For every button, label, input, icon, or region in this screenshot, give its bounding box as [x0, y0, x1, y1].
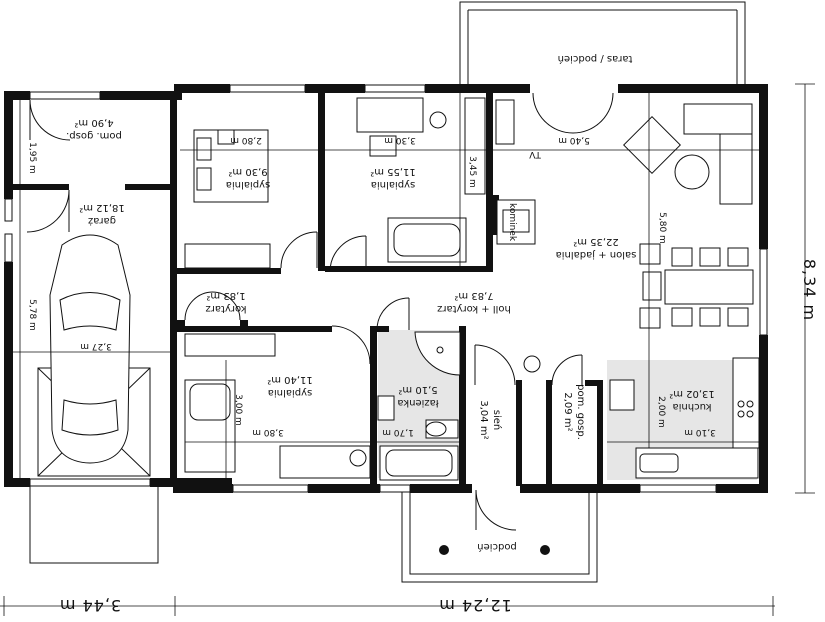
svg-text:3,45 m: 3,45 m [467, 156, 477, 188]
label-kominek: kominek [507, 203, 517, 242]
porch-outline [401, 492, 598, 583]
overall-dim-left: 3,44 m [59, 596, 121, 615]
room-name: łazienka [397, 397, 438, 408]
dim-salon-w: 5,40 m [558, 135, 590, 145]
svg-text:1,70 m: 1,70 m [382, 427, 414, 437]
svg-text:kominek: kominek [507, 203, 517, 242]
dim-kuchnia-w: 3,10 m [684, 427, 716, 437]
overall-dim-depth: 8,34 m [800, 259, 819, 321]
svg-text:3,80 m: 3,80 m [252, 427, 284, 437]
svg-text:TV: TV [528, 149, 541, 159]
svg-text:5,40 m: 5,40 m [558, 135, 590, 145]
room-area: 18,12 m² [79, 202, 125, 213]
overall-dim-main: 12,24 m [438, 596, 511, 615]
room-name: sień [491, 410, 503, 430]
room-area: 1,83 m² [206, 290, 245, 301]
svg-text:3,44 m: 3,44 m [59, 596, 121, 615]
svg-text:2,80 m: 2,80 m [230, 135, 262, 145]
bed-bedroom2 [356, 97, 486, 195]
salon-furniture [623, 103, 754, 329]
svg-text:podcień: podcień [477, 541, 517, 553]
room-pom-gosp-bottom: pom. gosp. 2,09 m² [562, 384, 586, 440]
room-area: 11,55 m² [370, 166, 416, 177]
room-sypialnia-3: sypialnia 11,40 m² [267, 374, 313, 398]
room-pom-gosp-top: pom. gosp. 4,90 m² [66, 117, 122, 141]
label-taras: taras / podcień [558, 53, 633, 65]
garage-apron [29, 484, 159, 564]
svg-text:3,00 m: 3,00 m [233, 394, 243, 426]
bedroom3-furniture [184, 333, 371, 479]
dim-sypialnia-1: 2,80 m [230, 135, 262, 145]
bath-bedroom2 [387, 217, 467, 263]
garage-car [37, 234, 151, 477]
svg-text:2,00 m: 2,00 m [656, 396, 666, 428]
room-garaz: garaż 18,12 m² [79, 202, 125, 226]
dim-pom-gosp-top: 1,95 m [27, 142, 37, 174]
svg-text:5,78 m: 5,78 m [27, 299, 37, 331]
kominek-structure [495, 99, 536, 245]
overall-dimension-lines [0, 83, 815, 616]
plants [349, 111, 541, 467]
room-area: 7,83 m² [454, 290, 493, 301]
room-sypialnia-1: sypialnia 9,30 m² [226, 166, 270, 190]
label-podcien: podcień [477, 541, 517, 553]
bed-bedroom1 [193, 129, 269, 203]
interior-dimension-lines [13, 93, 759, 478]
kitchen-furniture [609, 357, 760, 479]
room-holl: holl + korytarz 7,83 m² [437, 290, 511, 314]
room-area: 9,30 m² [228, 166, 267, 177]
room-name: pom. gosp. [66, 130, 122, 141]
dim-sypialnia-2-w: 3,30 m [384, 135, 416, 145]
room-name: sypialnia [226, 179, 270, 190]
dim-sypialnia-3-h: 3,00 m [233, 394, 243, 426]
room-name: holl + korytarz [437, 303, 511, 314]
dim-sypialnia-2-h: 3,45 m [467, 156, 477, 188]
room-area: 11,40 m² [267, 374, 313, 385]
room-area: 3,04 m² [478, 400, 489, 439]
room-area: 2,09 m² [562, 392, 573, 431]
room-name: garaż [88, 215, 116, 226]
svg-text:12,24 m: 12,24 m [438, 596, 511, 615]
room-korytarz: korytarz 1,83 m² [206, 290, 247, 314]
bathroom-fixtures [377, 331, 461, 481]
doors [26, 92, 614, 531]
dim-garaz-w: 3,27 m [80, 341, 112, 351]
room-sien: sień 3,04 m² [478, 400, 503, 439]
terrace-outline [459, 1, 746, 86]
svg-text:5,80 m: 5,80 m [657, 212, 667, 244]
dim-lazienka: 1,70 m [382, 427, 414, 437]
room-area: 13,02 m² [669, 388, 715, 399]
room-kuchnia: kuchnia 13,02 m² [669, 388, 715, 412]
room-salon: salon + jadalnia 22,35 m² [556, 236, 637, 260]
svg-text:3,27 m: 3,27 m [80, 341, 112, 351]
room-name: korytarz [206, 303, 247, 314]
dim-salon-h: 5,80 m [657, 212, 667, 244]
svg-text:3,10 m: 3,10 m [684, 427, 716, 437]
room-area: 4,90 m² [74, 117, 113, 128]
room-name: pom. gosp. [575, 384, 586, 440]
room-name: salon + jadalnia [556, 249, 637, 260]
label-tv: TV [528, 149, 541, 159]
room-area: 5,10 m² [398, 384, 437, 395]
svg-text:1,95 m: 1,95 m [27, 142, 37, 174]
dim-sypialnia-3-w: 3,80 m [252, 427, 284, 437]
walls [4, 84, 768, 493]
dim-kuchnia-h: 2,00 m [656, 396, 666, 428]
room-name: sypialnia [268, 387, 312, 398]
svg-text:taras / podcień: taras / podcień [558, 53, 633, 65]
room-sypialnia-2: sypialnia 11,55 m² [370, 166, 416, 190]
dim-garaz-h: 5,78 m [27, 299, 37, 331]
room-lazienka: łazienka 5,10 m² [397, 384, 438, 408]
windows [4, 84, 768, 493]
svg-text:8,34 m: 8,34 m [800, 259, 819, 321]
svg-text:3,30 m: 3,30 m [384, 135, 416, 145]
room-name: sypialnia [371, 179, 415, 190]
room-area: 22,35 m² [573, 236, 619, 247]
room-name: kuchnia [673, 401, 712, 412]
wardrobe-bedroom1 [184, 243, 271, 269]
